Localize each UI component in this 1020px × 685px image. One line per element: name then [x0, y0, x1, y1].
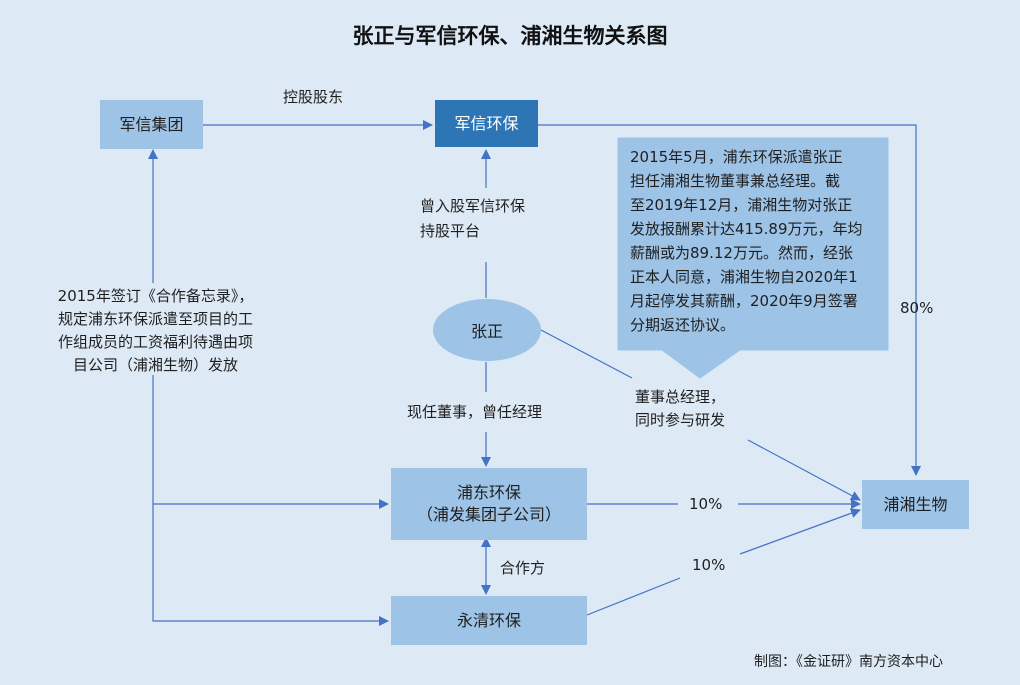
callout-line: 月起停发其薪酬，2020年9月签署 [630, 292, 858, 310]
callout-line: 2015年5月，浦东环保派遣张正 [630, 148, 843, 166]
node-zhang-zheng-label: 张正 [470, 322, 503, 341]
callout-text: 2015年5月，浦东环保派遣张正 担任浦湘生物董事兼总经理。截 至2019年12… [630, 145, 880, 337]
node-junxin-env-label: 军信环保 [454, 113, 519, 133]
edge-zhang-to-puxiang-lower [747, 439, 861, 501]
edge-junxin-to-puxiang [538, 124, 921, 476]
label-pct-junxin: 80% [900, 299, 934, 317]
edge-memo-trunk [152, 375, 389, 626]
credit-line: 制图：《金证研》南方资本中心 [754, 654, 943, 670]
callout-line: 正本人同意，浦湘生物自2020年1 [630, 268, 858, 286]
edge-yongqing-to-puxiang-a [586, 577, 681, 616]
label-shareholding-platform-1: 曾入股军信环保 [420, 197, 526, 215]
callout-line: 担任浦湘生物董事兼总经理。截 [630, 172, 841, 190]
label-pct-yongqing: 10% [692, 556, 726, 574]
node-pudong-env: 浦东环保 （浦发集团子公司） [391, 468, 587, 540]
node-pudong-env-label: 浦东环保 [456, 483, 521, 502]
node-junxin-env: 军信环保 [435, 100, 538, 147]
label-partner: 合作方 [500, 559, 546, 577]
node-junxin-group: 军信集团 [100, 100, 203, 149]
callout-line: 薪酬或为89.12万元。然而，经张 [630, 244, 853, 262]
edge-zhang-to-puxiang-upper [540, 329, 633, 379]
callout-line: 至2019年12月，浦湘生物对张正 [630, 196, 853, 214]
node-zhang-zheng: 张正 [433, 299, 541, 361]
label-shareholding-platform-2: 持股平台 [420, 222, 481, 240]
node-yongqing-env-label: 永清环保 [456, 610, 521, 630]
memo-note: 2015年签订《合作备忘录》， 规定浦东环保派遣至项目的工 作组成员的工资福利待… [43, 285, 268, 377]
node-pudong-env-sublabel: （浦发集团子公司） [416, 505, 561, 524]
label-gm-2: 同时参与研发 [635, 411, 726, 429]
node-puxiang-bio-label: 浦湘生物 [883, 494, 948, 514]
memo-note-line: 2015年签订《合作备忘录》， [57, 287, 254, 305]
node-yongqing-env: 永清环保 [391, 596, 587, 645]
label-pct-pudong: 10% [689, 495, 723, 513]
node-junxin-group-label: 军信集团 [119, 114, 184, 134]
memo-note-line: 规定浦东环保派遣至项目的工 [57, 310, 253, 328]
label-controlling-shareholder: 控股股东 [283, 88, 344, 106]
edge-yongqing-to-puxiang-b [739, 508, 861, 555]
node-puxiang-bio: 浦湘生物 [862, 480, 969, 529]
memo-note-line: 作组成员的工资福利待遇由项 [57, 333, 253, 351]
label-gm-1: 董事总经理， [635, 388, 726, 406]
callout-bubble [617, 137, 889, 379]
memo-note-line: 目公司（浦湘生物）发放 [72, 356, 238, 374]
diagram-title: 张正与军信环保、浦湘生物关系图 [352, 24, 668, 48]
callout-line: 分期返还协议。 [630, 316, 736, 334]
label-director: 现任董事，曾任经理 [407, 403, 543, 421]
callout-line: 发放报酬累计达415.89万元，年均 [630, 220, 863, 238]
